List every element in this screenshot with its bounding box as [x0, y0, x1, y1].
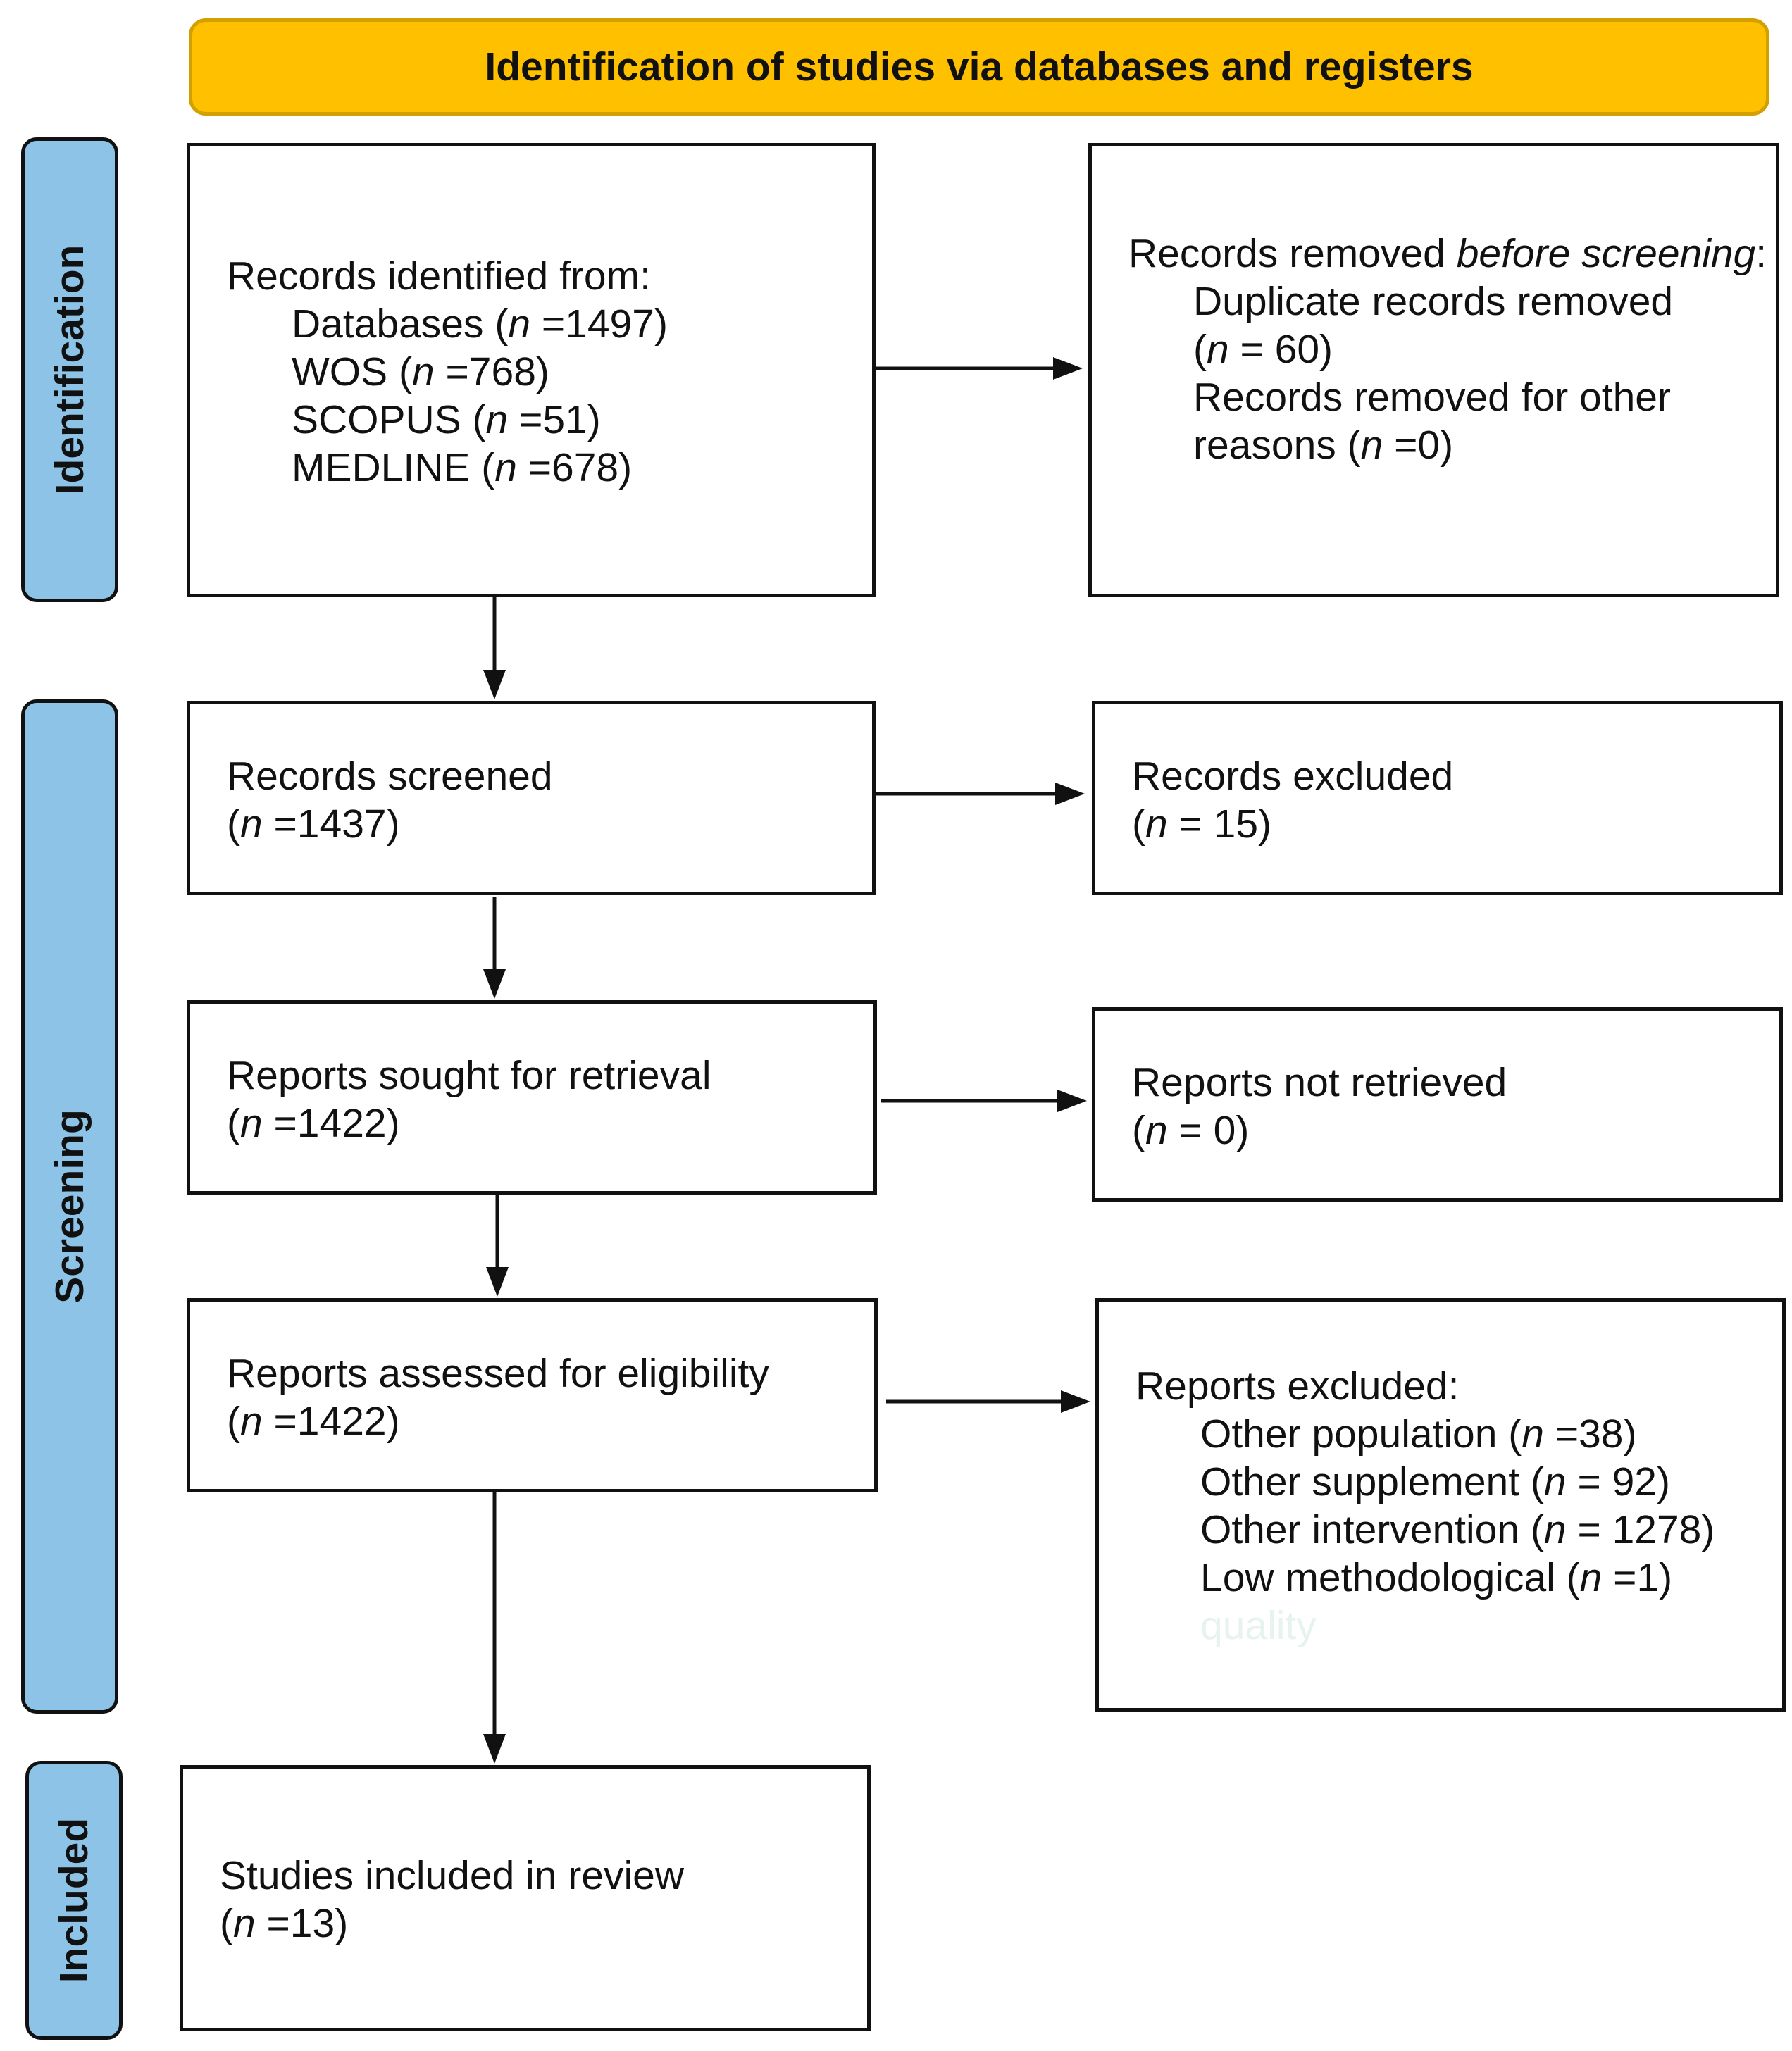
reports-sought-box: Reports sought for retrieval (n =1422) — [187, 1000, 877, 1195]
reports-sought-title: Reports sought for retrieval — [227, 1053, 711, 1098]
diagram-header: Identification of studies via databases … — [189, 18, 1769, 116]
records-excluded-title: Records excluded — [1132, 754, 1454, 799]
reports-assessed-box: Reports assessed for eligibility (n =142… — [187, 1298, 878, 1492]
reports-assessed-title: Reports assessed for eligibility — [227, 1351, 769, 1396]
studies-included-title: Studies included in review — [220, 1853, 685, 1898]
header-title: Identification of studies via databases … — [485, 44, 1474, 89]
reports-excluded-box: Reports excluded: Other population (n =3… — [1095, 1298, 1786, 1712]
other-reasons-label: Records removed for other — [1193, 375, 1671, 420]
records-screened-box: Records screened (n =1437) — [187, 701, 876, 895]
duplicates-count: (n = 60) — [1193, 327, 1333, 372]
duplicates-label: Duplicate records removed — [1193, 279, 1674, 324]
stage-screening: Screening — [21, 699, 118, 1714]
reports-not-retrieved-box: Reports not retrieved (n = 0) — [1092, 1007, 1783, 1202]
records-screened-count: (n =1437) — [227, 802, 400, 847]
other-reasons-count: reasons (n =0) — [1193, 423, 1454, 468]
arrowhead-identified-to-removed — [1053, 357, 1083, 380]
other-population-count: Other population (n =38) — [1200, 1411, 1637, 1457]
reports-not-retrieved-title: Reports not retrieved — [1132, 1060, 1507, 1105]
medline-count: MEDLINE (n =678) — [292, 445, 633, 490]
arrowhead-sought-to-assessed — [486, 1267, 509, 1297]
records-screened-title: Records screened — [227, 754, 553, 799]
records-excluded-count: (n = 15) — [1132, 802, 1272, 847]
arrowhead-assessed-to-included — [483, 1734, 506, 1764]
records-identified-box: Records identified from: Databases (n =1… — [187, 143, 876, 597]
records-removed-box: Records removed before screening: Duplic… — [1088, 143, 1779, 597]
reports-assessed-count: (n =1422) — [227, 1399, 400, 1444]
stage-identification: Identification — [21, 137, 118, 602]
arrowhead-screened-to-excluded — [1055, 783, 1085, 805]
arrowhead-assessed-to-excluded — [1061, 1390, 1090, 1413]
scopus-count: SCOPUS (n =51) — [292, 397, 601, 442]
reports-excluded-title: Reports excluded: — [1135, 1364, 1460, 1409]
studies-included-count: (n =13) — [220, 1901, 349, 1946]
other-supplement-count: Other supplement (n = 92) — [1200, 1459, 1670, 1504]
databases-count: Databases (n =1497) — [292, 301, 668, 347]
low-methodological-count: Low methodological (n =1) — [1200, 1555, 1673, 1600]
records-identified-title: Records identified from: — [227, 254, 651, 299]
reports-sought-count: (n =1422) — [227, 1101, 400, 1146]
stage-included: Included — [25, 1761, 123, 2040]
records-removed-title: Records removed before screening: — [1128, 231, 1767, 276]
wos-count: WOS (n =768) — [292, 349, 549, 394]
arrowhead-screened-to-sought — [483, 969, 506, 999]
studies-included-box: Studies included in review (n =13) — [180, 1765, 871, 2031]
other-intervention-count: Other intervention (n = 1278) — [1200, 1507, 1715, 1552]
faint-quality-note: quality — [1200, 1603, 1317, 1648]
reports-not-retrieved-count: (n = 0) — [1132, 1108, 1250, 1153]
arrowhead-sought-to-not-retrieved — [1057, 1090, 1087, 1112]
records-excluded-box: Records excluded (n = 15) — [1092, 701, 1783, 895]
arrowhead-identified-to-screened — [483, 670, 506, 699]
